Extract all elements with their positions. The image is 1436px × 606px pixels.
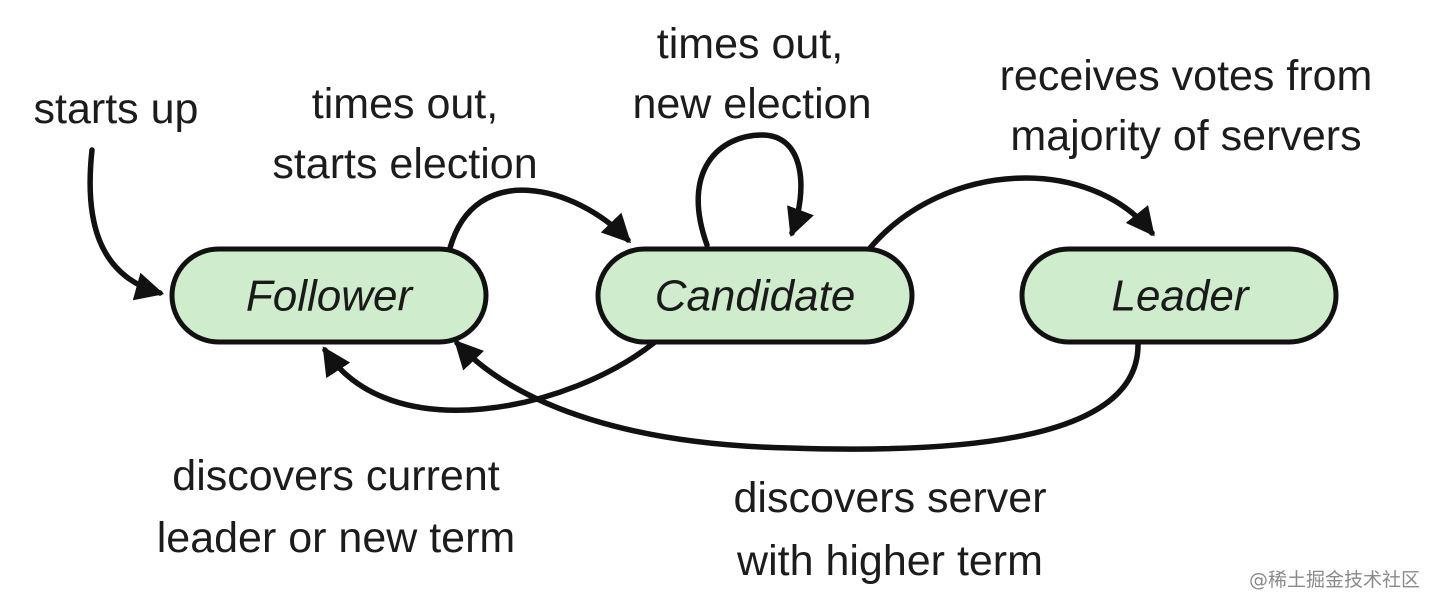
leader-state-node — [1019, 246, 1339, 345]
follower-state-node — [169, 246, 489, 345]
candidate-to-leader-arrow — [867, 175, 1155, 251]
candidate-to-leader-label-line2: majority of servers — [1010, 112, 1361, 160]
candidate-self-label-line1: times out, — [657, 20, 843, 68]
candidate-to-leader-label-line1: receives votes from — [1000, 52, 1373, 100]
follower-to-candidate-label-line2: starts election — [272, 140, 537, 188]
candidate-self-label-line2: new election — [632, 80, 871, 128]
candidate-to-follower-label-line1: discovers current — [172, 452, 499, 500]
candidate-to-follower-label-line2: leader or new term — [157, 514, 516, 562]
watermark-text: @稀土掘金技术社区 — [1249, 569, 1420, 591]
candidate-state-label: Candidate — [655, 272, 856, 321]
leader-state-label: Leader — [1111, 272, 1250, 321]
start-arrow — [87, 147, 165, 301]
candidate-state-node — [595, 246, 915, 345]
follower-state-label: Follower — [246, 272, 415, 321]
leader-to-follower-label-line2: with higher term — [736, 537, 1043, 585]
candidate-to-follower-arrow — [322, 339, 658, 413]
follower-to-candidate-arrow — [447, 187, 631, 251]
candidate-self-loop-arrow — [695, 132, 814, 248]
leader-to-follower-arrow — [454, 339, 1141, 452]
follower-to-candidate-label-line1: times out, — [312, 80, 498, 128]
leader-to-follower-label-line1: discovers server — [733, 474, 1046, 522]
starts-up-label: starts up — [34, 85, 199, 133]
